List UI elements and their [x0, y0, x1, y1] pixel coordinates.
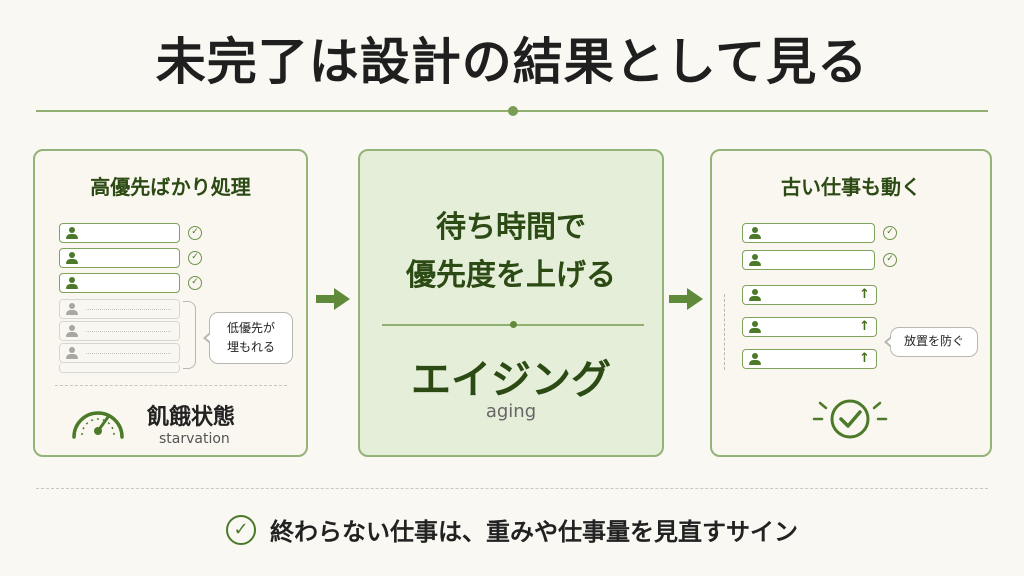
up-arrow-icon: ↑	[859, 287, 870, 302]
panel-old-tasks-move: 古い仕事も動く ✓ ✓ ↑ ↑ ↑ 放置を防ぐ	[710, 149, 992, 457]
aging-line2: 優先度を上げる	[406, 258, 616, 293]
check-icon: ✓	[188, 251, 202, 265]
right-arrow-icon	[669, 288, 703, 310]
callout-buried-line2: 埋もれる	[226, 340, 275, 354]
task-row-rising: ↑	[742, 285, 877, 305]
check-icon: ✓	[188, 276, 202, 290]
task-row-rising: ↑	[742, 349, 877, 369]
person-icon	[749, 227, 761, 239]
footer-divider	[36, 488, 988, 489]
check-icon: ✓	[188, 226, 202, 240]
starvation-label: 飢餓状態	[147, 405, 236, 430]
starvation-sublabel: starvation	[159, 431, 230, 447]
task-row-buried	[59, 321, 180, 341]
aging-connector	[724, 294, 741, 370]
task-row-done	[59, 248, 180, 268]
task-row-done	[59, 273, 180, 293]
panel-left-divider	[55, 385, 287, 386]
task-row-done	[742, 250, 875, 270]
task-row-done	[742, 223, 875, 243]
aging-line1: 待ち時間で	[436, 210, 586, 245]
page-title: 未完了は設計の結果として見る	[155, 33, 869, 91]
footer-text: 終わらない仕事は、重みや仕事量を見直すサイン	[270, 518, 798, 546]
panel-aging: 待ち時間で 優先度を上げる エイジング aging	[358, 149, 664, 457]
task-row-buried	[59, 363, 180, 373]
check-icon: ✓	[883, 226, 897, 240]
person-icon	[66, 252, 78, 264]
panel-priority-only: 高優先ばかり処理 ✓ ✓ ✓ 低優先が 埋もれる 飢餓状態 starvation	[33, 149, 308, 457]
right-arrow-icon	[316, 288, 350, 310]
footer-message: ✓ 終わらない仕事は、重みや仕事量を見直すサイン	[0, 512, 1024, 547]
person-icon	[66, 325, 78, 337]
person-icon	[749, 254, 761, 266]
panel-left-heading: 高優先ばかり処理	[90, 175, 251, 199]
panel-right-heading: 古い仕事も動く	[781, 175, 921, 199]
check-icon	[812, 399, 888, 439]
check-icon: ✓	[226, 514, 256, 545]
aging-term: エイジング	[411, 357, 611, 403]
aging-term-en: aging	[485, 401, 537, 422]
task-row-buried	[59, 343, 180, 363]
gauge-icon	[72, 411, 124, 439]
person-icon	[66, 347, 78, 359]
person-icon	[66, 227, 78, 239]
up-arrow-icon: ↑	[859, 319, 870, 334]
task-row-rising: ↑	[742, 317, 877, 337]
person-icon	[66, 303, 78, 315]
person-icon	[749, 353, 761, 365]
task-row-done	[59, 223, 180, 243]
person-icon	[66, 277, 78, 289]
task-row-buried	[59, 299, 180, 319]
person-icon	[749, 321, 761, 333]
title-divider-dot	[508, 106, 518, 116]
aging-divider-dot	[510, 321, 517, 328]
buried-bracket	[183, 301, 196, 369]
callout-buried: 低優先が 埋もれる	[203, 312, 293, 364]
up-arrow-icon: ↑	[859, 351, 870, 366]
check-icon: ✓	[883, 253, 897, 267]
callout-prevent-neglect: 放置を防ぐ	[884, 327, 978, 357]
person-icon	[749, 289, 761, 301]
callout-buried-line1: 低優先が	[226, 321, 275, 335]
